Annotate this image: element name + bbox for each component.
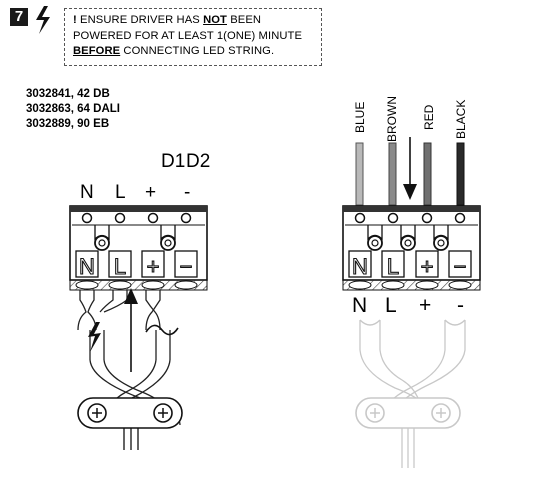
wire-label-brown: BROWN xyxy=(385,96,399,142)
left-top-label-n: N xyxy=(80,182,94,203)
left-face-label-l: L xyxy=(114,254,126,279)
right-bottom-label-minus: - xyxy=(457,294,464,317)
wire-label-red: RED xyxy=(422,104,436,130)
warning-line3-post: CONNECTING LED STRING. xyxy=(120,45,275,57)
right-bottom-label-plus: + xyxy=(419,294,431,317)
model-item: 3032841, 42 DB xyxy=(26,88,110,100)
warning-notice: ! ENSURE DRIVER HAS NOT BEEN POWERED FOR… xyxy=(64,8,322,66)
right-cable-clamp-icon xyxy=(355,397,461,468)
arrow-up-icon xyxy=(124,288,138,372)
left-top-label-l: L xyxy=(115,182,126,203)
ac-wave-icon xyxy=(145,324,179,336)
step-number-badge: 7 xyxy=(10,8,28,26)
left-face-label-n: N xyxy=(79,254,95,279)
warning-line2: POWERED FOR AT LEAST 1(ONE) MINUTE xyxy=(73,29,303,42)
left-cable-clamp-icon xyxy=(77,397,183,450)
dim-label-d2: D2 xyxy=(186,151,210,172)
led-string-wires xyxy=(355,142,465,206)
right-terminal-block: N L + − xyxy=(342,205,481,291)
wire-label-black: BLACK xyxy=(454,100,468,139)
dim-label-d1: D1 xyxy=(161,151,185,172)
warning-line1-post: BEEN xyxy=(226,14,262,26)
model-item: 3032863, 64 DALI xyxy=(26,103,120,115)
left-face-label-minus: − xyxy=(180,254,193,279)
right-bottom-label-n: N xyxy=(352,294,367,317)
left-face-label-plus: + xyxy=(147,254,160,279)
warning-line1-strong: NOT xyxy=(203,14,227,26)
warning-mark: ! xyxy=(73,14,77,26)
warning-line1-pre: ENSURE DRIVER HAS xyxy=(76,14,204,26)
left-top-label-minus: - xyxy=(184,182,190,203)
model-list: 3032841, 42 DB 3032863, 64 DALI 3032889,… xyxy=(26,87,120,132)
left-terminal-block: D1 D2 N L + - N xyxy=(69,151,210,291)
right-bottom-label-l: L xyxy=(385,294,397,317)
right-face-label-n: N xyxy=(352,254,368,279)
wire-label-blue: BLUE xyxy=(353,102,367,133)
wire-lightning-icon xyxy=(88,322,101,352)
left-top-label-plus: + xyxy=(145,182,156,203)
right-face-label-l: L xyxy=(387,254,399,279)
model-item: 3032889, 90 EB xyxy=(26,118,110,130)
arrow-down-icon xyxy=(403,137,417,200)
right-face-label-plus: + xyxy=(421,254,434,279)
warning-line3-strong: BEFORE xyxy=(73,45,121,57)
right-face-label-minus: − xyxy=(454,254,467,279)
